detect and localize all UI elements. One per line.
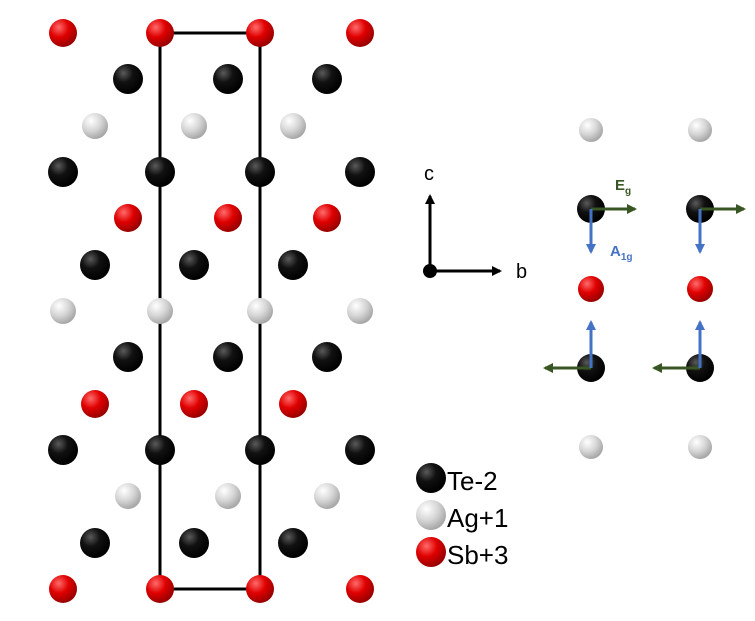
- sb-atom: [49, 575, 77, 603]
- te-atom: [278, 528, 308, 558]
- te-atom: [48, 157, 78, 187]
- te-atom: [179, 528, 209, 558]
- te-atom: [278, 250, 308, 280]
- te-atom: [113, 64, 143, 94]
- c-axis-label: c: [424, 163, 434, 185]
- ag-atom: [215, 483, 241, 509]
- axes-indicator: c b: [423, 163, 527, 283]
- sb-atom: [214, 204, 242, 232]
- sb-atom: [146, 19, 174, 47]
- te-atom: [113, 342, 143, 372]
- ag-atom: [347, 298, 373, 324]
- mode-ag-atom: [688, 118, 712, 142]
- a1g-sub: 1g: [621, 252, 633, 263]
- sb-atom: [114, 204, 142, 232]
- ag-atom: [181, 113, 207, 139]
- ag-atom: [50, 298, 76, 324]
- te-atom: [179, 250, 209, 280]
- ag-atom: [314, 483, 340, 509]
- sb-atom: [313, 204, 341, 232]
- legend-te-swatch: [416, 463, 446, 493]
- sb-atom: [279, 390, 307, 418]
- legend-sb-swatch: [416, 537, 446, 567]
- mode-sb-atom: [578, 276, 604, 302]
- atom-lattice: [48, 19, 375, 603]
- eg-sub: g: [625, 186, 631, 197]
- legend-ag-swatch: [416, 500, 446, 530]
- mode-ag-atom: [579, 435, 603, 459]
- te-atom: [312, 64, 342, 94]
- sb-atom: [246, 19, 274, 47]
- legend-te-label: Te-2: [447, 466, 498, 496]
- sb-atom: [346, 575, 374, 603]
- sb-atom: [346, 19, 374, 47]
- te-atom: [312, 342, 342, 372]
- te-atom: [80, 250, 110, 280]
- a1g-mode-label: A1g: [610, 243, 633, 263]
- te-atom: [145, 157, 175, 187]
- te-atom: [145, 435, 175, 465]
- mode-ag-atom: [579, 118, 603, 142]
- mode-sb-atom: [687, 276, 713, 302]
- sb-atom: [180, 390, 208, 418]
- sb-atom: [81, 390, 109, 418]
- legend-sb-label: Sb+3: [447, 540, 508, 570]
- ag-atom: [247, 298, 273, 324]
- sb-atom: [146, 575, 174, 603]
- legend-ag-label: Ag+1: [447, 503, 508, 533]
- te-atom: [245, 157, 275, 187]
- mode-ag-atom: [688, 435, 712, 459]
- species-legend: Te-2 Ag+1 Sb+3: [416, 463, 508, 570]
- sb-atom: [246, 575, 274, 603]
- ag-atom: [82, 113, 108, 139]
- eg-main: E: [615, 177, 625, 194]
- te-atom: [80, 528, 110, 558]
- te-atom: [213, 64, 243, 94]
- phonon-mode-panel: [543, 118, 746, 459]
- ag-atom: [280, 113, 306, 139]
- sb-atom: [49, 19, 77, 47]
- a1g-main: A: [610, 243, 621, 260]
- te-atom: [48, 435, 78, 465]
- unit-cell-outline: [158, 31, 262, 591]
- axes-origin: [423, 264, 437, 278]
- te-atom: [213, 342, 243, 372]
- eg-mode-label: Eg: [615, 177, 631, 197]
- te-atom: [345, 435, 375, 465]
- te-atom: [245, 435, 275, 465]
- ag-atom: [115, 483, 141, 509]
- ag-atom: [147, 298, 173, 324]
- te-atom: [345, 157, 375, 187]
- b-axis-label: b: [516, 261, 527, 283]
